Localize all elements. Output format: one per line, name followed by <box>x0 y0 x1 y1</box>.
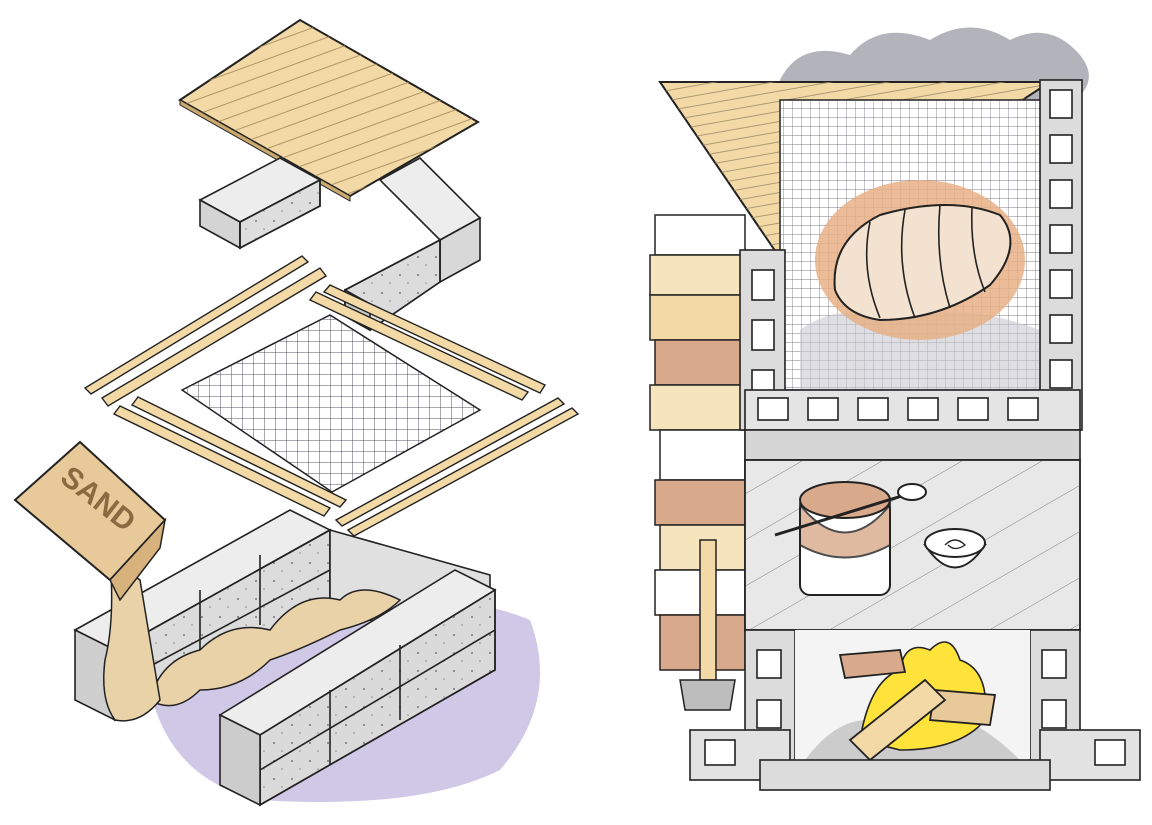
fire-logs <box>838 649 997 762</box>
right-illustration <box>649 27 1141 791</box>
right-column <box>1039 79 1083 431</box>
sand-bag-icon: SAND <box>13 440 167 602</box>
base-blocks <box>689 729 1141 791</box>
sand-stream <box>103 558 161 722</box>
wood-strips <box>83 255 580 537</box>
wire-mesh <box>180 314 482 493</box>
left-illustration: SAND <box>13 18 580 807</box>
bowl-icon <box>923 528 987 569</box>
firewood-stack <box>649 214 746 671</box>
axe-icon <box>679 539 736 711</box>
sand-pile <box>149 589 402 707</box>
meat-icon <box>815 180 1025 340</box>
pot-icon <box>774 481 927 596</box>
block-course <box>744 389 1081 461</box>
